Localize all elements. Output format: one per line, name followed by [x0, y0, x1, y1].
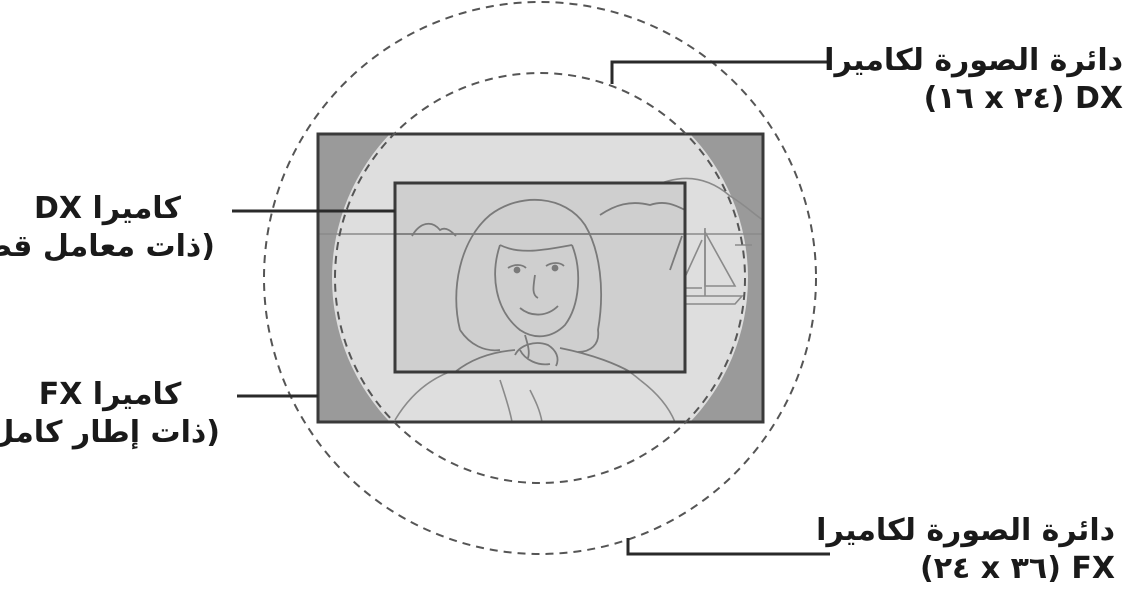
fx-camera-label-line1: كاميرا FX — [0, 376, 220, 414]
dx-image-circle-label: دائرة الصورة لكاميرا DX (٢٤ x ١٦) — [824, 42, 1123, 118]
fx-camera-label-line2: (ذات إطار كامل) — [0, 414, 220, 452]
fx-image-circle-label-line1: دائرة الصورة لكاميرا — [816, 512, 1115, 550]
dx-camera-label: كاميرا DX (ذات معامل قطع) — [0, 190, 215, 266]
dx-camera-label-line2: (ذات معامل قطع) — [0, 228, 215, 266]
dx-image-circle-label-line1: دائرة الصورة لكاميرا — [824, 42, 1123, 80]
dx-circle-leader — [612, 62, 830, 84]
dx-camera-label-line1: كاميرا DX — [0, 190, 215, 228]
fx-image-circle-label: دائرة الصورة لكاميرا FX (٣٦ x ٢٤) — [816, 512, 1115, 588]
dx-frame — [395, 183, 685, 378]
fx-circle-leader — [628, 538, 830, 554]
fx-image-circle-label-line2: FX (٣٦ x ٢٤) — [816, 550, 1115, 588]
dx-image-circle-label-line2: DX (٢٤ x ١٦) — [824, 80, 1123, 118]
fx-camera-label: كاميرا FX (ذات إطار كامل) — [0, 376, 220, 452]
